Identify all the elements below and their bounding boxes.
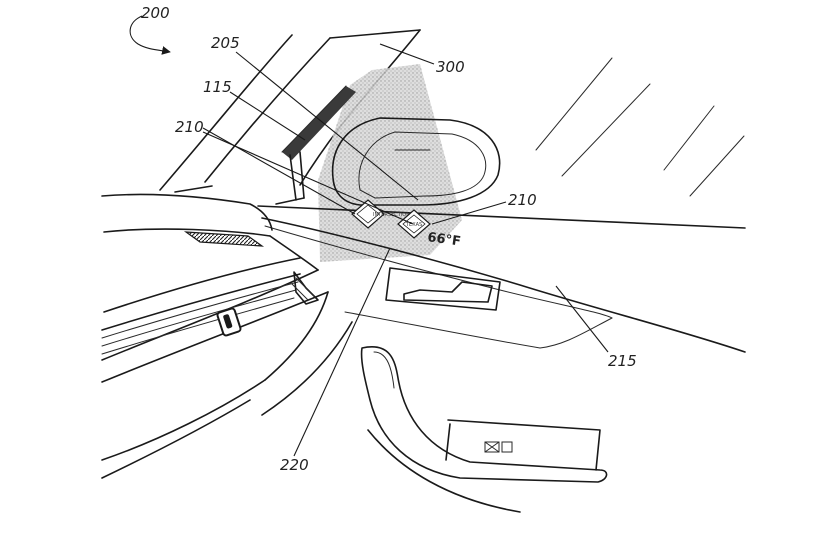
label-image-210-left: 210 bbox=[175, 118, 204, 136]
door-belt-line bbox=[257, 205, 746, 353]
label-projection-300: 300 bbox=[436, 58, 465, 76]
pillar-screen bbox=[281, 85, 356, 160]
door-handle bbox=[385, 267, 501, 311]
door-lower-curve bbox=[367, 429, 521, 513]
sign-two-text: TEXAS bbox=[405, 222, 422, 228]
label-fig-200: 200 bbox=[141, 4, 170, 22]
dashboard bbox=[101, 193, 353, 479]
label-image-210-right: 210 bbox=[508, 191, 537, 209]
label-screen-205: 205 bbox=[211, 34, 240, 52]
window-reflection-lines bbox=[535, 57, 745, 197]
temperature-readout: 66°F bbox=[426, 230, 461, 250]
label-camera-115: 115 bbox=[203, 78, 232, 96]
side-mirror bbox=[331, 117, 501, 206]
label-panel-220: 220 bbox=[280, 456, 309, 474]
camera-bracket bbox=[275, 151, 305, 205]
defrost-grille bbox=[183, 231, 265, 247]
door-armrest bbox=[360, 346, 608, 483]
side-vent bbox=[101, 271, 319, 355]
label-window-215: 215 bbox=[608, 352, 637, 370]
leader-lines bbox=[129, 15, 609, 457]
